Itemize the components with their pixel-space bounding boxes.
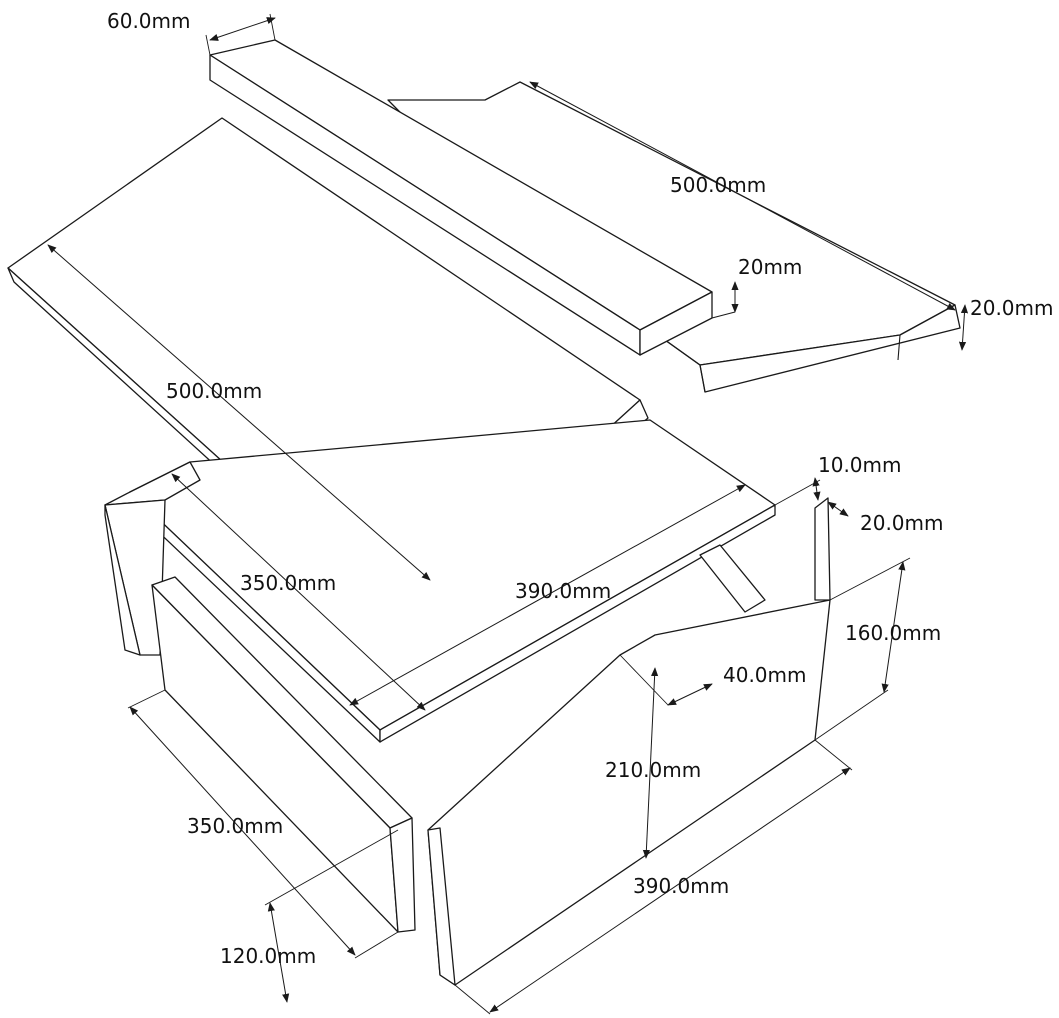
dimension-labels: 60.0mm 500.0mm 20mm 20.0mm 500.0mm 10.0m… (107, 9, 1054, 968)
dim-side-thickness-line (827, 501, 849, 517)
label-floor-width: 390.0mm (515, 579, 611, 603)
label-side-thickness: 20.0mm (860, 511, 944, 535)
dim-top-length-line (529, 81, 956, 311)
label-step-depth: 40.0mm (723, 663, 807, 687)
label-roof-length: 500.0mm (166, 379, 262, 403)
label-side-length: 390.0mm (633, 874, 729, 898)
dim-floor-width-line (349, 484, 746, 706)
label-back-height: 120.0mm (220, 944, 316, 968)
right-side-wall-post (814, 497, 831, 601)
label-side-height-front: 210.0mm (605, 758, 701, 782)
label-top-length: 500.0mm (670, 173, 766, 197)
label-back-length: 350.0mm (187, 814, 283, 838)
label-top-width: 60.0mm (107, 9, 191, 33)
inner-rail (699, 544, 766, 613)
dim-roof-thickness-line (812, 477, 821, 501)
dim-back-length-line (129, 706, 356, 956)
back-panel-end (389, 817, 416, 933)
label-side-height-back: 160.0mm (845, 621, 941, 645)
dimension-lines (47, 13, 969, 1015)
label-roof-thickness: 10.0mm (818, 453, 902, 477)
dim-side-height-back-line (881, 561, 906, 693)
inner-rail-part (699, 544, 766, 613)
dim-side-length-line (489, 767, 851, 1013)
dim-top-thickness-line (958, 304, 969, 351)
dim-top-width-line (209, 17, 276, 41)
dim-step-depth-line (667, 683, 713, 706)
label-top-side-thickness: 20.0mm (970, 296, 1054, 320)
label-floor-depth: 350.0mm (240, 571, 336, 595)
dim-back-height-line (267, 902, 290, 1003)
label-top-step: 20mm (738, 255, 802, 279)
